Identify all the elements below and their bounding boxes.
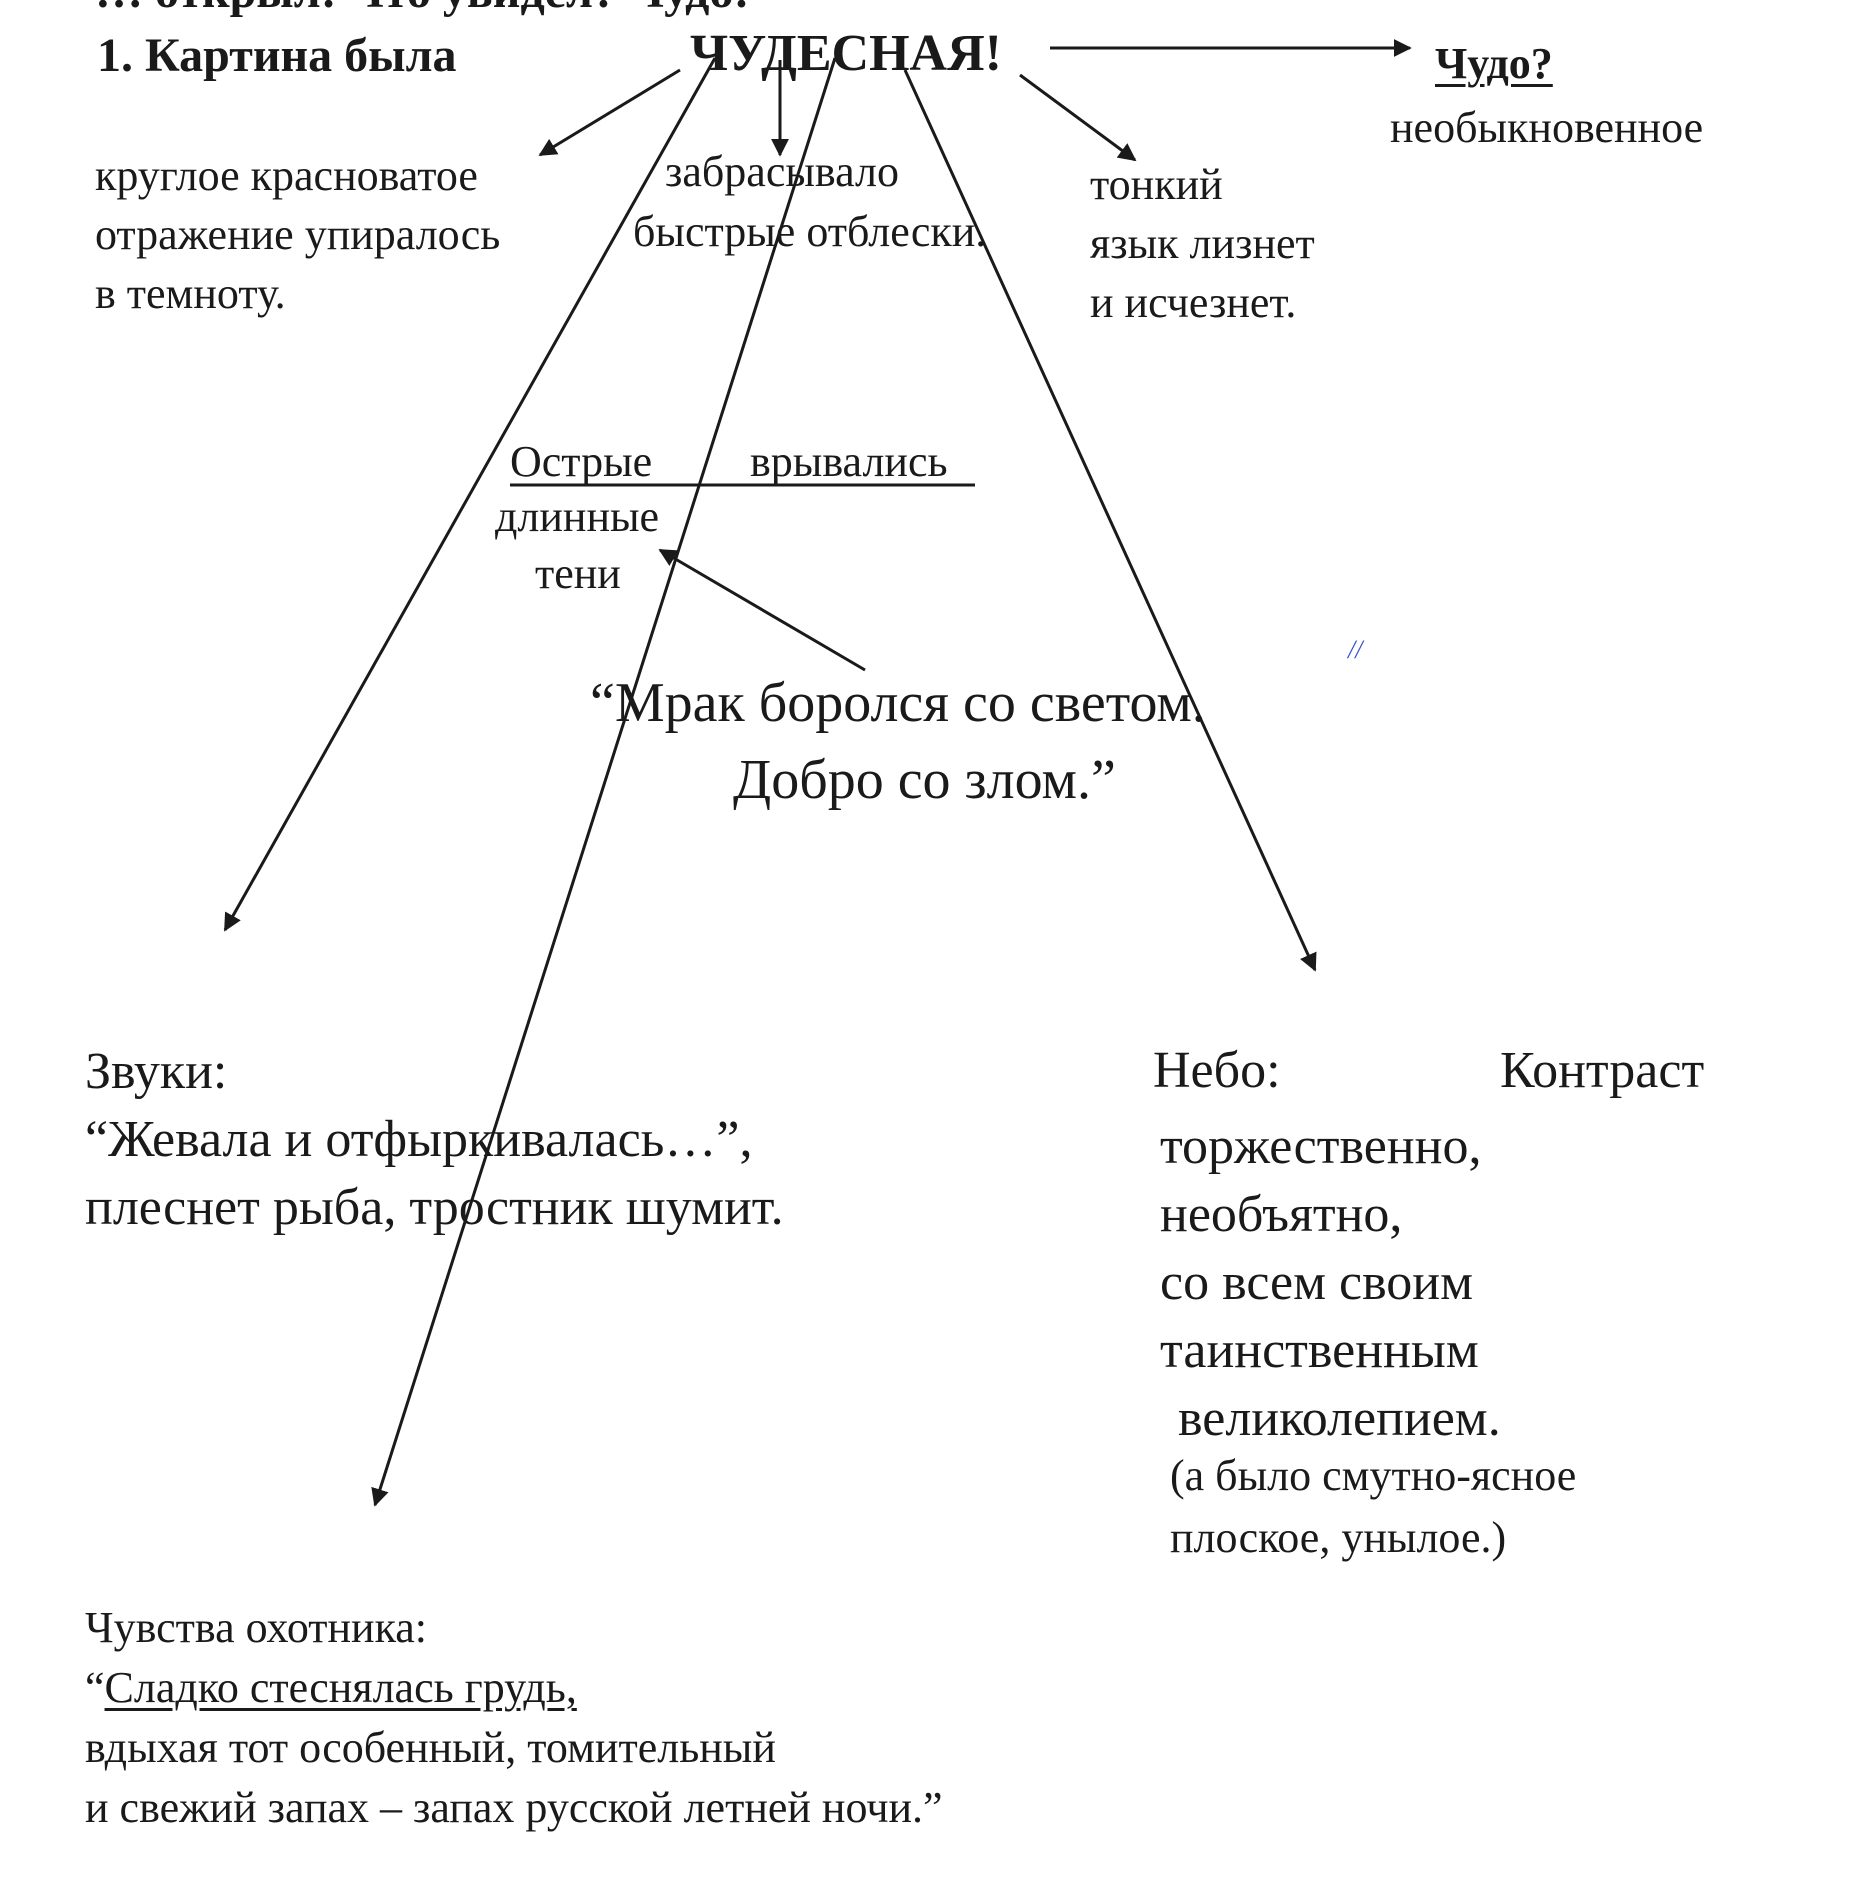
sounds-block: Звуки: “Жевала и отфыркивалась…”, плесне… [85, 1038, 784, 1242]
heading-prefix: 1. Картина была [97, 29, 457, 82]
arrow-to-tongue [1019, 73, 1137, 162]
sky-note-line: плоское, унылое.) [1170, 1513, 1507, 1562]
quote-line: “Мрак боролся со светом. [590, 672, 1206, 734]
sky-lines: торжественно, необъятно, со всем своим т… [1160, 1113, 1501, 1453]
shadows-word-long: длинные [495, 492, 660, 541]
arrow-quote-to-shadows [658, 548, 866, 672]
sky-note: (а было смутно-ясное плоское, унылое.) [1170, 1445, 1576, 1569]
arrow-to-reflection [538, 68, 681, 157]
arrow-to-sky [903, 69, 1317, 972]
sounds-line: плеснет рыба, тростник шумит. [85, 1179, 784, 1236]
tongue-line: тонкий [1090, 160, 1223, 209]
sky-contrast: Контраст [1500, 1042, 1705, 1099]
sky-line: великолепием. [1178, 1390, 1501, 1447]
tongue-line: и исчезнет. [1090, 278, 1297, 327]
sky-title: Небо: [1153, 1042, 1281, 1099]
arrow-to-sounds [223, 57, 717, 932]
chudo-answer: необыкновенное [1390, 103, 1704, 152]
shadows-word-burst: врывались [750, 437, 948, 486]
top-cut-line: … открыл: Что увидел? Чудо! [95, 0, 749, 16]
reflection-line: в темноту. [95, 269, 286, 318]
sky-line: торжественно, [1160, 1118, 1482, 1175]
heading-key-word: ЧУДЕСНАЯ! [690, 25, 1002, 82]
tongue-line: язык лизнет [1090, 219, 1315, 268]
feelings-title: Чувства охотника: [85, 1603, 428, 1652]
sky-line: со всем своим [1160, 1254, 1474, 1311]
sky-line: необъятно, [1160, 1186, 1403, 1243]
arrow-to-feelings [371, 57, 837, 1507]
glints-line: быстрые отблески. [633, 207, 987, 256]
feelings-line: и свежий запах – запах русской летней но… [85, 1783, 943, 1832]
sky-line: таинственным [1160, 1322, 1479, 1379]
reflection-line: отражение упиралось [95, 210, 501, 259]
shadows-word-sharp: Острые [510, 437, 653, 486]
shadows-word-shadows: тени [535, 549, 621, 598]
feelings-block: Чувства охотника: “Сладко стеснялась гру… [85, 1598, 943, 1838]
sky-note-line: (а было смутно-ясное [1170, 1451, 1577, 1500]
glints-line: забрасывало [665, 147, 899, 196]
feelings-line-1: “Сладко стеснялась грудь, [85, 1658, 943, 1718]
sounds-title: Звуки: [85, 1043, 228, 1100]
chudo-question: Чудо? [1435, 39, 1553, 88]
branch-reflection: круглое красноватое отражение упиралось … [95, 146, 500, 323]
reflection-line: круглое красноватое [95, 151, 478, 200]
feelings-underlined: Сладко стеснялась грудь, [104, 1663, 577, 1712]
feelings-line: вдыхая тот особенный, томительный [85, 1723, 776, 1772]
feelings-quote-mark: “ [85, 1663, 105, 1712]
branch-tongue: тонкий язык лизнет и исчезнет. [1090, 155, 1315, 332]
pen-mark: // [1348, 635, 1363, 664]
quote-line: Добро со злом.” [733, 749, 1116, 811]
sounds-line: “Жевала и отфыркивалась…”, [85, 1111, 753, 1168]
